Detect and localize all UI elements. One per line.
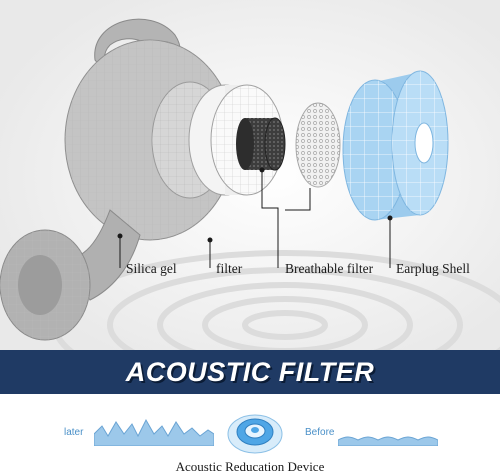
- later-sound-wave-icon: [94, 418, 214, 446]
- title-banner: ACOUSTIC FILTER: [0, 350, 500, 394]
- label-filter: filter: [216, 261, 243, 276]
- later-label: later: [64, 427, 84, 438]
- label-earplug-shell: Earplug Shell: [396, 261, 470, 276]
- label-silica-gel: Silica gel: [126, 261, 177, 276]
- breathable-filter-disk: [295, 102, 341, 188]
- filter-cylinder: [236, 117, 286, 171]
- silica-gel-body: [0, 18, 236, 341]
- before-label: Before: [305, 427, 335, 438]
- comparison-panel: later Before: [0, 394, 500, 475]
- leader-lines: [117, 167, 393, 268]
- label-breathable-filter: Breathable filter: [285, 261, 374, 276]
- before-sound-wave-icon: [338, 436, 438, 446]
- banner-title: ACOUSTIC FILTER: [125, 357, 375, 387]
- device-caption: Acoustic Reducation Device: [175, 459, 325, 474]
- earplug-shell: [342, 70, 449, 221]
- acoustic-device-icon: [227, 414, 283, 454]
